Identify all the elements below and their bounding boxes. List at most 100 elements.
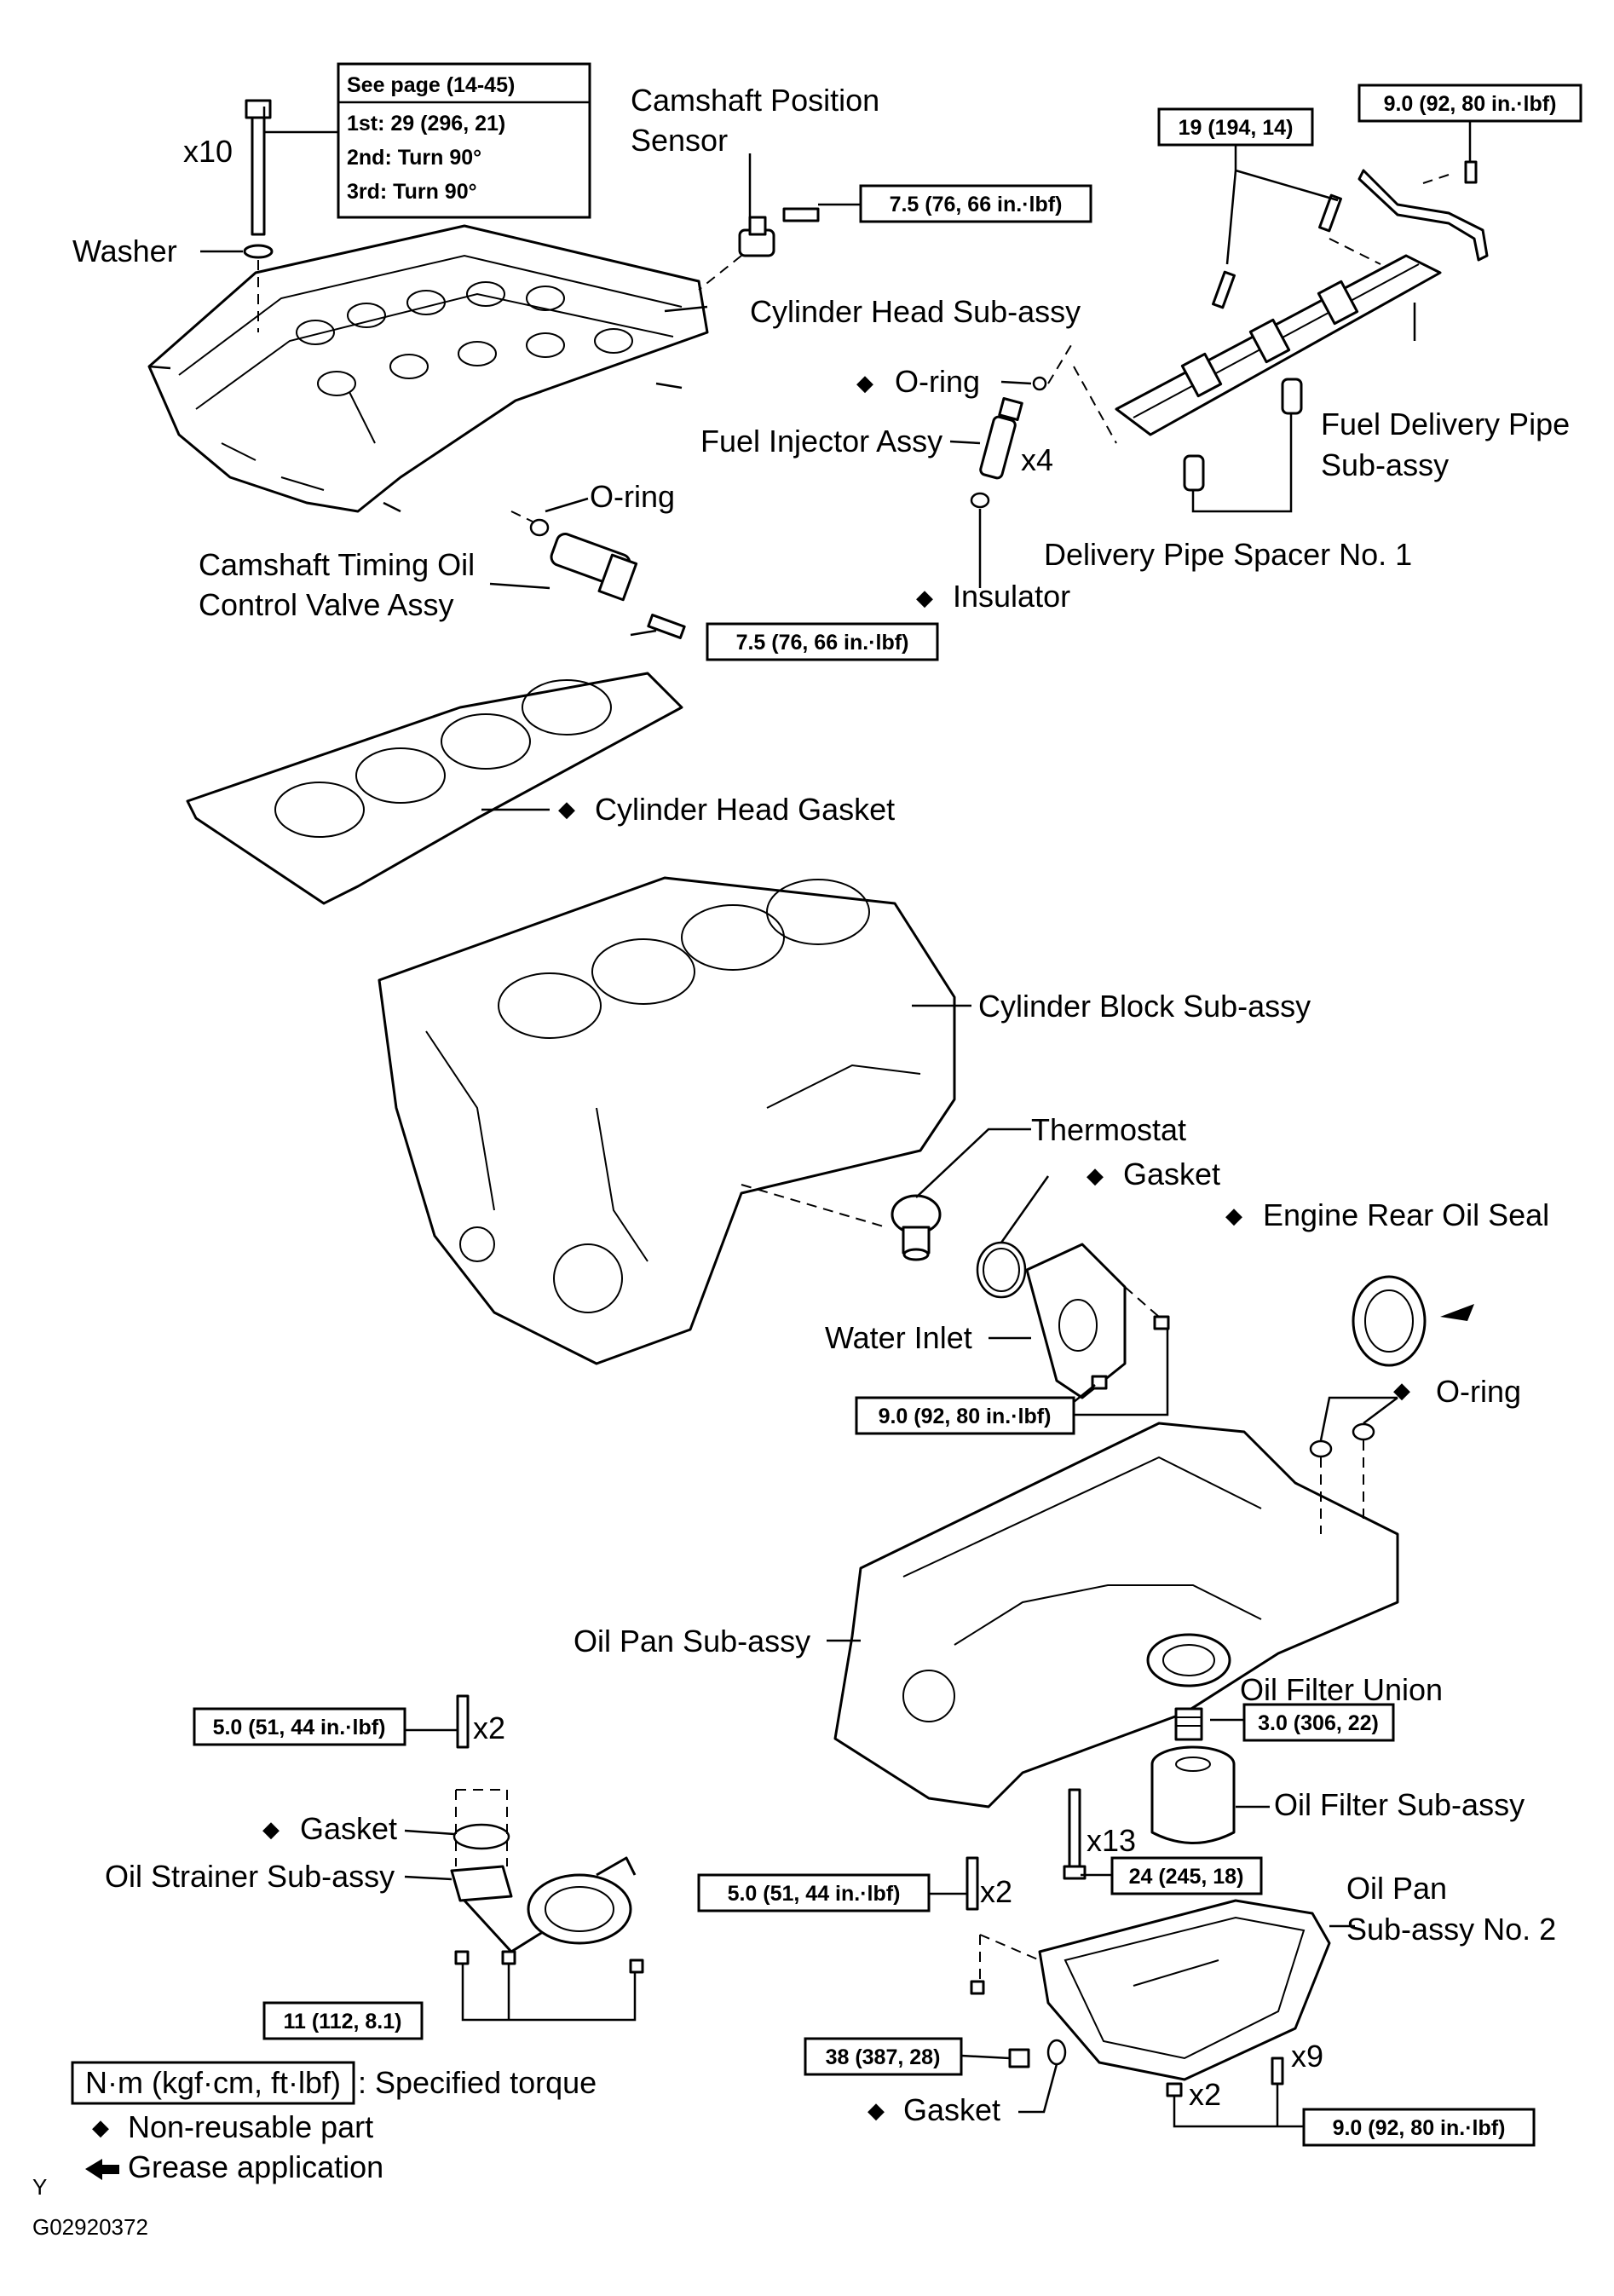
legend-unit-box: N·m (kgf·cm, ft·lbf) [85,2065,341,2100]
torque-head-l2: 1st: 29 (296, 21) [347,112,505,136]
torque-spec-fuel-pipe-bolt: 19 (194, 14) [1157,107,1314,147]
diamond-gasket-3: ◆ [868,2097,885,2123]
legend-grease-arrow-icon [85,2159,119,2180]
torque-head-l3: 2nd: Turn 90° [347,146,481,170]
cylinder-head-drawing [147,99,709,513]
leader-lines [200,107,1472,2128]
torque-ocv-text: 7.5 (76, 66 in.·lbf) [736,631,909,655]
label-oil-filter-union: Oil Filter Union [1240,1672,1443,1707]
label-oring-1: O-ring [895,364,980,399]
torque-spec-stud-strainer: 5.0 (51, 44 in.·lbf) [193,1707,406,1746]
torque-spec-ocv: 7.5 (76, 66 in.·lbf) [706,622,939,661]
torque-spec-pan2-bolts: 9.0 (92, 80 in.·lbf) [1302,2108,1536,2147]
diamond-gasket-1: ◆ [1087,1162,1104,1188]
legend: N·m (kgf·cm, ft·lbf) : Specified torque … [71,2061,597,2184]
label-gasket-3: Gasket [903,2092,1000,2127]
label-thermostat: Thermostat [1031,1112,1186,1147]
torque-spec-head-bolt: See page (14-45) 1st: 29 (296, 21) 2nd: … [337,62,591,219]
camshaft-position-sensor-drawing [698,207,820,291]
torque-water-inlet-text: 9.0 (92, 80 in.·lbf) [879,1405,1052,1428]
label-x9: x9 [1291,2039,1323,2074]
footer: Y G02920372 [32,2174,148,2240]
diamond-oring-3: ◆ [1393,1377,1410,1403]
torque-spec-pan-bolts: 24 (245, 18) [1110,1856,1263,1895]
label-water-inlet: Water Inlet [825,1320,972,1355]
label-ocv-1: Camshaft Timing Oil [199,547,475,582]
label-ocv-2: Control Valve Assy [199,587,453,622]
torque-spec-water-inlet: 9.0 (92, 80 in.·lbf) [855,1396,1075,1435]
oil-filter-drawing [1150,1745,1236,1844]
torque-spec-drain-plug: 38 (387, 28) [804,2037,963,2076]
label-cylinder-block: Cylinder Block Sub-assy [978,989,1311,1024]
diamond-insulator: ◆ [916,585,933,610]
torque-spec-cam-sensor: 7.5 (76, 66 in.·lbf) [859,184,1092,223]
label-x13: x13 [1087,1823,1136,1858]
torque-pan-bolts-text: 24 (245, 18) [1129,1865,1244,1889]
label-oring-3: O-ring [1436,1374,1521,1409]
torque-spec-strainer-nuts: 11 (112, 8.1) [262,2001,424,2040]
ocv-drawing [510,511,686,639]
rear-oil-seal-drawing [1352,1275,1474,1367]
diamond-oring-1: ◆ [856,370,873,395]
diamond-head-gasket: ◆ [558,796,575,822]
label-washer: Washer [72,234,177,268]
torque-stud-strainer-text: 5.0 (51, 44 in.·lbf) [213,1716,386,1739]
oil-pan-no2-drawing [979,1899,1331,2081]
label-cylinder-head: Cylinder Head Sub-assy [750,294,1081,329]
oil-pan-drawing [833,1422,1399,1809]
legend-diamond-icon: ◆ [92,2114,109,2140]
torque-fuel-pipe-bolt-text: 19 (194, 14) [1179,116,1294,140]
label-x2-b: x2 [980,1874,1012,1909]
thermostat-drawing [891,1194,942,1261]
oil-strainer-drawing [450,1789,637,1953]
label-oil-strainer: Oil Strainer Sub-assy [105,1859,395,1894]
torque-spec-stud-pan: 5.0 (51, 44 in.·lbf) [697,1873,931,1912]
oil-filter-union-drawing [1174,1707,1203,1741]
torque-head-l4: 3rd: Turn 90° [347,180,477,204]
part-labels: x10 Washer Camshaft Position Sensor Cyli… [72,83,1570,2127]
footer-y-mark: Y [32,2174,47,2200]
torque-strainer-nuts-text: 11 (112, 8.1) [283,2010,401,2034]
cylinder-block-drawing [378,876,956,1365]
label-x4: x4 [1021,442,1053,477]
torque-head-l1: See page (14-45) [347,73,515,97]
label-fuel-pipe-1: Fuel Delivery Pipe [1321,407,1570,441]
label-oil-pan: Oil Pan Sub-assy [574,1624,810,1659]
label-cam-sensor-1: Camshaft Position [631,83,879,118]
label-x2-a: x2 [473,1710,505,1745]
label-oring-2: O-ring [590,479,675,514]
legend-non-reusable: Non-reusable part [128,2109,373,2144]
torque-cam-sensor-text: 7.5 (76, 66 in.·lbf) [890,193,1063,216]
legend-grease: Grease application [128,2149,383,2184]
label-oil-pan2-1: Oil Pan [1346,1871,1447,1906]
label-x2-c: x2 [1189,2077,1221,2112]
torque-spec-fuel-pipe-bracket: 9.0 (92, 80 in.·lbf) [1357,84,1582,123]
torque-filter-union-text: 3.0 (306, 22) [1258,1711,1379,1735]
label-gasket-2: Gasket [300,1811,397,1846]
torque-spec-filter-union: 3.0 (306, 22) [1242,1703,1395,1742]
label-fuel-injector: Fuel Injector Assy [700,424,942,459]
torque-pan2-bolts-text: 9.0 (92, 80 in.·lbf) [1333,2116,1506,2140]
torque-drain-plug-text: 38 (387, 28) [826,2045,941,2069]
label-oil-filter: Oil Filter Sub-assy [1274,1787,1525,1822]
torque-fuel-pipe-bracket-text: 9.0 (92, 80 in.·lbf) [1384,92,1557,116]
diamond-rear-oil-seal: ◆ [1225,1203,1242,1228]
head-gasket-drawing [186,672,683,905]
gasket-water-drawing [976,1241,1027,1299]
diamond-gasket-2: ◆ [262,1816,280,1842]
label-gasket-1: Gasket [1123,1157,1220,1191]
label-cam-sensor-2: Sensor [631,123,728,158]
label-head-gasket: Cylinder Head Gasket [595,792,895,827]
label-x10: x10 [183,134,233,169]
figure-id: G02920372 [32,2214,148,2240]
water-inlet-drawing [1025,1243,1170,1399]
label-rear-oil-seal: Engine Rear Oil Seal [1263,1197,1549,1232]
label-delivery-spacer: Delivery Pipe Spacer No. 1 [1044,537,1412,572]
torque-stud-pan-text: 5.0 (51, 44 in.·lbf) [728,1882,901,1906]
fuel-delivery-pipe-drawing [1115,160,1489,492]
label-oil-pan2-2: Sub-assy No. 2 [1346,1912,1556,1947]
label-insulator: Insulator [953,579,1070,614]
label-fuel-pipe-2: Sub-assy [1321,447,1449,482]
legend-unit-desc: : Specified torque [358,2065,597,2100]
